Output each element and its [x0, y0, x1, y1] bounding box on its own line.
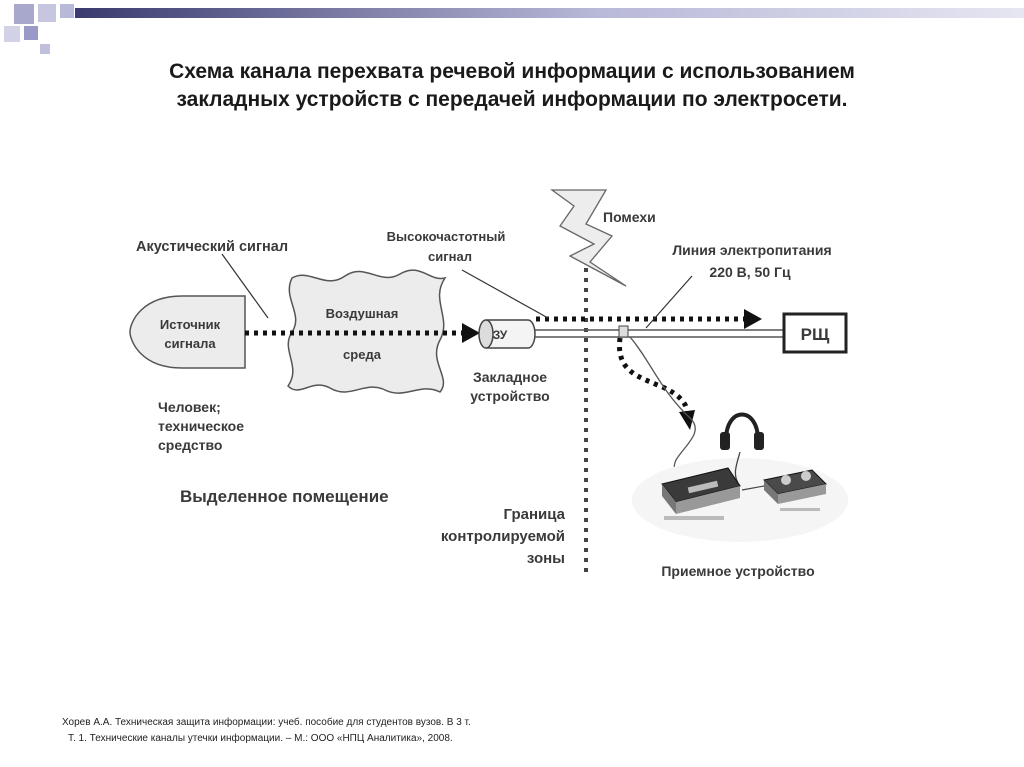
- hf-signal-arrowhead: [744, 309, 762, 329]
- header-bar: [75, 8, 1024, 18]
- source-label-2: сигнала: [164, 336, 216, 351]
- reference-line-1: Хорев А.А. Техническая защита информации…: [62, 717, 471, 728]
- slide-title: Схема канала перехвата речевой информаци…: [40, 58, 984, 114]
- source-label-1: Источник: [160, 317, 221, 332]
- title-line-2: закладных устройств с передачей информац…: [176, 88, 848, 111]
- hf-signal-label-2: сигнал: [428, 249, 472, 264]
- receiver-cable: [629, 336, 701, 481]
- tap-point: [618, 325, 629, 338]
- panel-box: [782, 312, 848, 354]
- power-line-label-1: Линия электропитания: [672, 242, 831, 258]
- leader-acoustic: [221, 253, 269, 319]
- signal-source-shape: [129, 295, 246, 369]
- reference-line-2: Т. 1. Технические каналы утечки информац…: [68, 733, 453, 744]
- receiver-branch-path: [617, 337, 690, 417]
- person-label-2: техническое: [158, 418, 244, 434]
- bug-device-end: [478, 319, 494, 349]
- person-label-3: средство: [158, 437, 222, 453]
- person-label-1: Человек;: [158, 399, 221, 415]
- interference-lightning-icon: [550, 189, 627, 287]
- zone-label-1: Граница: [504, 506, 566, 523]
- air-label-2: среда: [343, 347, 382, 362]
- bibliographic-reference: Хорев А.А. Техническая защита информации…: [40, 715, 560, 747]
- acoustic-signal-label: Акустический сигнал: [136, 239, 288, 255]
- leader-power: [645, 275, 693, 329]
- acoustic-arrowhead: [462, 323, 480, 343]
- zone-label-2: контролируемой: [441, 528, 565, 545]
- receiver-branch-arrowhead: [679, 410, 695, 430]
- receiver-equipment-icon: [632, 412, 848, 542]
- bug-device-body: [486, 319, 536, 349]
- corner-decoration: [4, 4, 74, 54]
- title-line-1: Схема канала перехвата речевой информаци…: [169, 60, 855, 83]
- bug-label-2: устройство: [470, 388, 549, 404]
- room-label: Выделенное помещение: [180, 487, 389, 506]
- air-label-1: Воздушная: [326, 306, 399, 321]
- hf-signal-label-1: Высокочастотный: [387, 229, 506, 244]
- bug-label-1: Закладное: [473, 369, 547, 385]
- leader-hf: [461, 269, 549, 319]
- air-medium-shape: [287, 269, 447, 394]
- zone-label-3: зоны: [527, 550, 565, 567]
- bug-device-label: ЗУ: [493, 328, 508, 342]
- interference-label: Помехи: [603, 209, 656, 225]
- power-line-label-2: 220 В, 50 Гц: [709, 264, 791, 280]
- receiver-label: Приемное устройство: [661, 563, 814, 579]
- panel-label: РЩ: [801, 325, 830, 344]
